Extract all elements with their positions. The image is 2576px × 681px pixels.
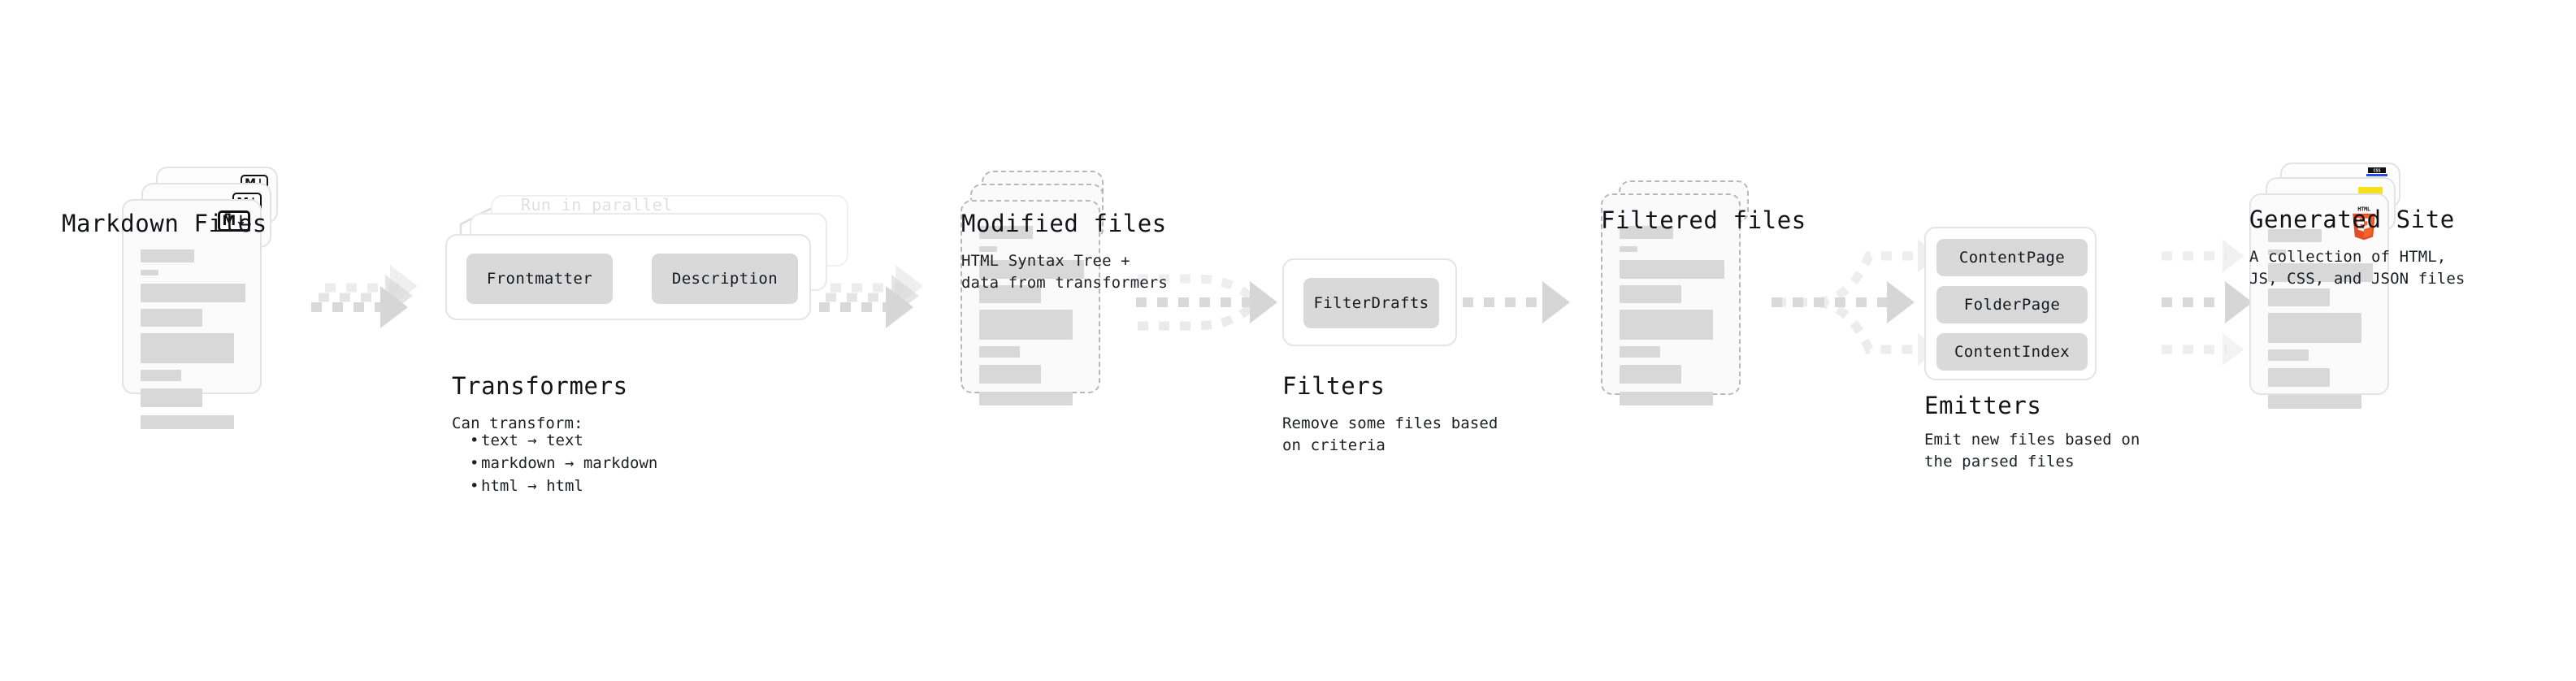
transformer-box-front: Frontmatter Description: [445, 234, 811, 320]
chip-folderpage[interactable]: FolderPage: [1936, 286, 2088, 323]
chip-description[interactable]: Description: [652, 254, 798, 304]
card-bar: [1620, 246, 1637, 252]
card-bar: [1620, 365, 1681, 384]
card-bar: [2268, 349, 2309, 361]
card-bar: [141, 415, 234, 429]
card-bar: [979, 392, 1073, 406]
emitters-title: Emitters: [1924, 392, 2042, 419]
modified-files-subtitle: HTML Syntax Tree + data from transformer…: [961, 252, 1168, 292]
card-bar: [2268, 249, 2286, 255]
modified-card-front: [961, 200, 1100, 406]
html5-icon: HTML: [2353, 206, 2375, 241]
chip-frontmatter[interactable]: Frontmatter: [466, 254, 613, 304]
svg-text:HTML: HTML: [2357, 206, 2370, 213]
chip-contentindex[interactable]: ContentIndex: [1936, 333, 2088, 371]
card-bar: [979, 285, 1041, 303]
card-bar: [141, 388, 202, 407]
card-bar: [141, 370, 181, 381]
run-in-parallel-label: Run in parallel: [521, 195, 673, 215]
card-bar: [1620, 260, 1724, 279]
card-bar: [141, 333, 234, 363]
card-bar: [2268, 395, 2361, 409]
arrow-filters-to-filtered: [1463, 281, 1570, 323]
bullet-markdown-label: markdown → markdown: [481, 454, 658, 473]
emitters-box: ContentPage FolderPage ContentIndex: [1924, 227, 2097, 380]
card-bar: [1620, 285, 1681, 303]
card-bar: [979, 310, 1073, 340]
markdown-icon: M↓: [218, 210, 250, 232]
svg-text:CSS: CSS: [2373, 169, 2380, 174]
generated-card-front: HTML: [2249, 193, 2389, 409]
transformers-can-transform: Can transform:: [452, 414, 583, 432]
card-bar: [141, 309, 202, 327]
card-bar: [979, 346, 1020, 358]
markdown-card-front: M↓: [122, 199, 262, 429]
filters-title: Filters: [1282, 372, 1386, 400]
card-bar: [979, 365, 1041, 384]
card-bar: [2268, 288, 2330, 306]
card-bar: [2268, 263, 2373, 282]
filters-subtitle: Remove some files based on criteria: [1282, 414, 1498, 454]
bullet-markdown: •markdown → markdown: [470, 454, 658, 473]
card-bar: [1620, 392, 1713, 406]
card-bar: [1620, 346, 1660, 358]
arrow-markdown-to-transformers: [311, 265, 418, 328]
card-bar: [141, 270, 158, 275]
card-bar: [2268, 229, 2322, 242]
generated-site-title: Generated Site: [2249, 206, 2455, 233]
card-bar: [1620, 226, 1673, 239]
card-bar: [2268, 313, 2361, 343]
bullet-html-label: html → html: [481, 477, 583, 496]
css-icon: CSS: [2366, 167, 2387, 176]
arrow-emitters-to-site: [2162, 239, 2253, 367]
arrow-filtered-to-emitters: [1772, 239, 1940, 367]
card-bar: [141, 249, 194, 262]
card-bar: [1620, 310, 1713, 340]
transformers-bullets: •text → text •markdown → markdown •html …: [452, 429, 657, 497]
card-bar: [979, 246, 997, 252]
emitters-subtitle: Emit new files based on the parsed files: [1924, 431, 2140, 471]
filters-box: FilterDrafts: [1282, 258, 1457, 346]
chip-contentpage[interactable]: ContentPage: [1936, 239, 2088, 276]
filtered-files-title: Filtered files: [1601, 206, 1806, 234]
chip-filterdrafts[interactable]: FilterDrafts: [1303, 278, 1439, 328]
card-bar: [2268, 368, 2330, 387]
arrow-transformers-to-modified: [819, 265, 923, 328]
markdown-files-title: Markdown Files: [62, 210, 267, 237]
card-bar: [141, 284, 245, 302]
card-bar: [979, 260, 1084, 279]
modified-files-title: Modified files: [961, 210, 1167, 237]
card-bar: [979, 226, 1033, 239]
transformers-title: Transformers: [452, 372, 628, 400]
generated-site-subtitle: A collection of HTML, JS, CSS, and JSON …: [2249, 248, 2465, 288]
filtered-card-front: [1601, 193, 1741, 406]
bullet-html: •html → html: [470, 477, 583, 496]
bullet-text: •text → text: [470, 432, 583, 449]
bullet-text-label: text → text: [481, 432, 583, 449]
